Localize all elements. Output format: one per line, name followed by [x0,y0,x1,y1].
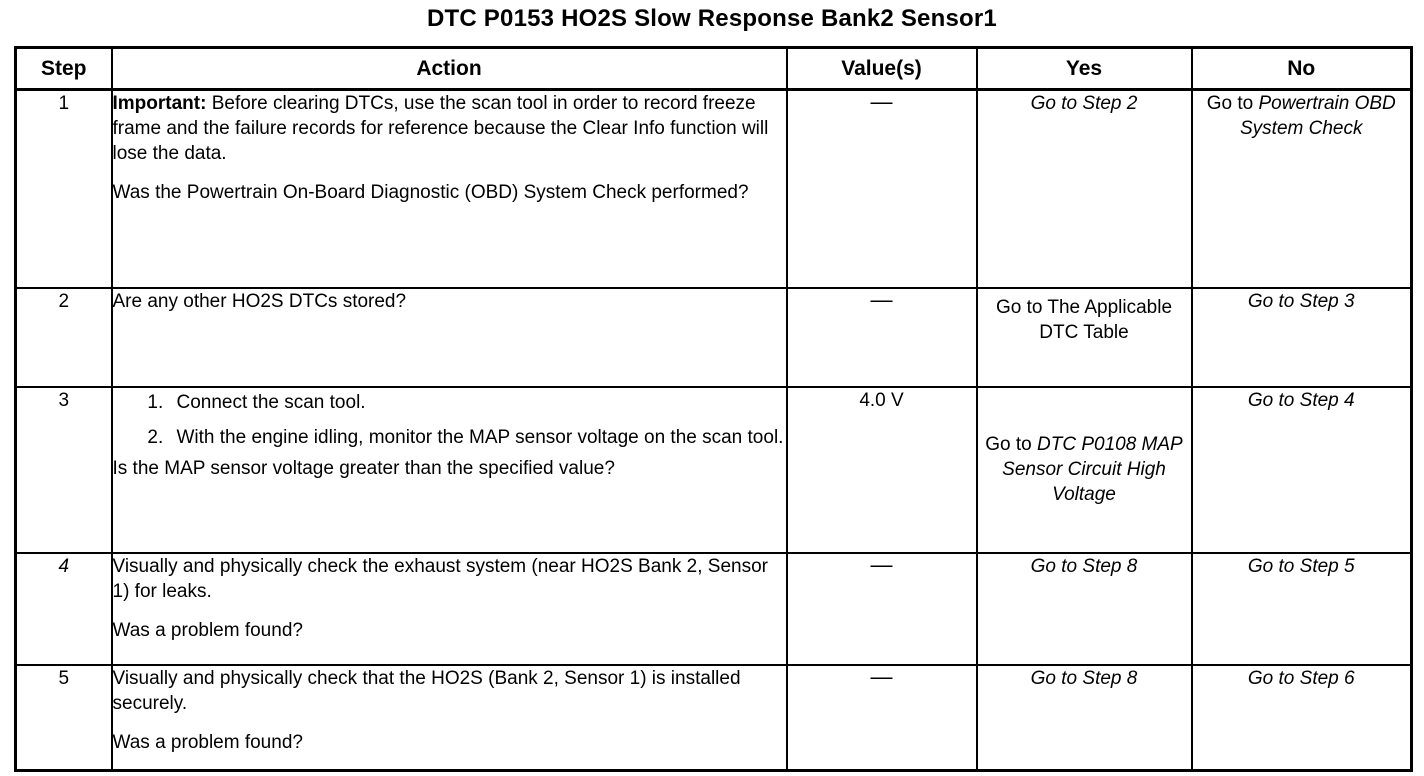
no-reference: Go to Step 6 [1247,667,1355,689]
value-cell: — [785,551,978,666]
no-cell: Go to Step 3 [1190,286,1413,388]
table-row: 1 Important: Before clearing DTCs, use t… [14,88,1413,289]
step-number: 3 [14,385,113,554]
no-reference: Go to Step 3 [1247,290,1355,312]
column-header-yes: Yes [975,46,1193,91]
value-cell: 4.0 V [785,385,978,554]
no-cell: Go to Step 6 [1190,663,1413,772]
important-label: Important: [112,93,207,114]
action-important-note: Important: Before clearing DTCs, use the… [113,91,786,166]
no-reference: Go to Step 5 [1247,555,1355,577]
value-cell: — [785,286,978,388]
important-text: Before clearing DTCs, use the scan tool … [112,93,769,164]
table-row: 2 Are any other HO2S DTCs stored? — Go t… [14,286,1413,388]
action-question: Was a problem found? [112,731,303,753]
action-cell: Visually and physically check the exhaus… [110,551,788,666]
column-header-action: Action [110,46,788,91]
yes-prefix: Go to [985,434,1037,455]
page-title: DTC P0153 HO2S Slow Response Bank2 Senso… [427,5,997,32]
diagnostic-table-container: Step Action Value(s) Yes No 1 Important:… [14,46,1413,772]
action-question: Is the MAP sensor voltage greater than t… [112,457,615,479]
step-number: 4 [14,551,113,666]
action-cell: Visually and physically check that the H… [110,663,788,772]
value-text: — [870,89,893,114]
action-cell: Important: Before clearing DTCs, use the… [110,88,788,289]
action-statement: Visually and physically check the exhaus… [112,555,768,602]
yes-plain-reference: Go to The Applicable DTC Table [995,296,1173,343]
yes-reference: Go to Step 2 [1030,93,1138,114]
yes-cell: Go to Step 8 [975,551,1193,666]
action-statement: Visually and physically check that the H… [112,667,741,714]
no-cell: Go to Step 5 [1190,551,1413,666]
no-cell: Go to Powertrain OBD System Check [1190,88,1413,289]
list-item: With the engine idling, monitor the MAP … [169,425,785,450]
table-header-row: Step Action Value(s) Yes No [14,46,1413,91]
no-reference: Powertrain OBD System Check [1240,93,1396,139]
diagnostic-table: Step Action Value(s) Yes No 1 Important:… [14,46,1413,772]
yes-cell: Go to DTC P0108 MAP Sensor Circuit High … [975,385,1193,554]
no-prefix: Go to [1206,93,1259,114]
value-cell: — [785,663,978,772]
table-row: 4 Visually and physically check the exha… [14,551,1413,666]
table-row: 5 Visually and physically check that the… [14,663,1413,772]
action-question: Was the Powertrain On-Board Diagnostic (… [112,182,749,203]
yes-reference: Go to Step 8 [1030,555,1138,577]
value-cell: — [785,88,978,289]
value-text: — [870,551,893,577]
yes-cell: Go to The Applicable DTC Table [975,286,1193,388]
yes-reference: DTC P0108 MAP Sensor Circuit High Voltag… [1002,434,1183,505]
action-step-list: Connect the scan tool. With the engine i… [114,390,785,450]
action-question: Was a problem found? [112,619,303,641]
step-number: 1 [14,88,113,289]
no-cell: Go to Step 4 [1190,385,1413,554]
list-item: Connect the scan tool. [169,390,785,415]
action-question: Are any other HO2S DTCs stored? [112,290,407,312]
column-header-step: Step [14,46,113,91]
value-text: — [870,663,893,689]
column-header-no: No [1190,46,1413,91]
no-reference: Go to Step 4 [1247,389,1355,411]
value-text: — [870,286,893,312]
column-header-value: Value(s) [785,46,978,91]
step-number: 5 [14,663,113,772]
step-number: 2 [14,286,113,388]
yes-reference: Go to Step 8 [1030,667,1138,689]
action-cell: Connect the scan tool. With the engine i… [110,385,788,554]
yes-cell: Go to Step 8 [975,663,1193,772]
yes-cell: Go to Step 2 [975,88,1193,289]
action-cell: Are any other HO2S DTCs stored? [110,286,788,388]
table-row: 3 Connect the scan tool. With the engine… [14,385,1413,554]
